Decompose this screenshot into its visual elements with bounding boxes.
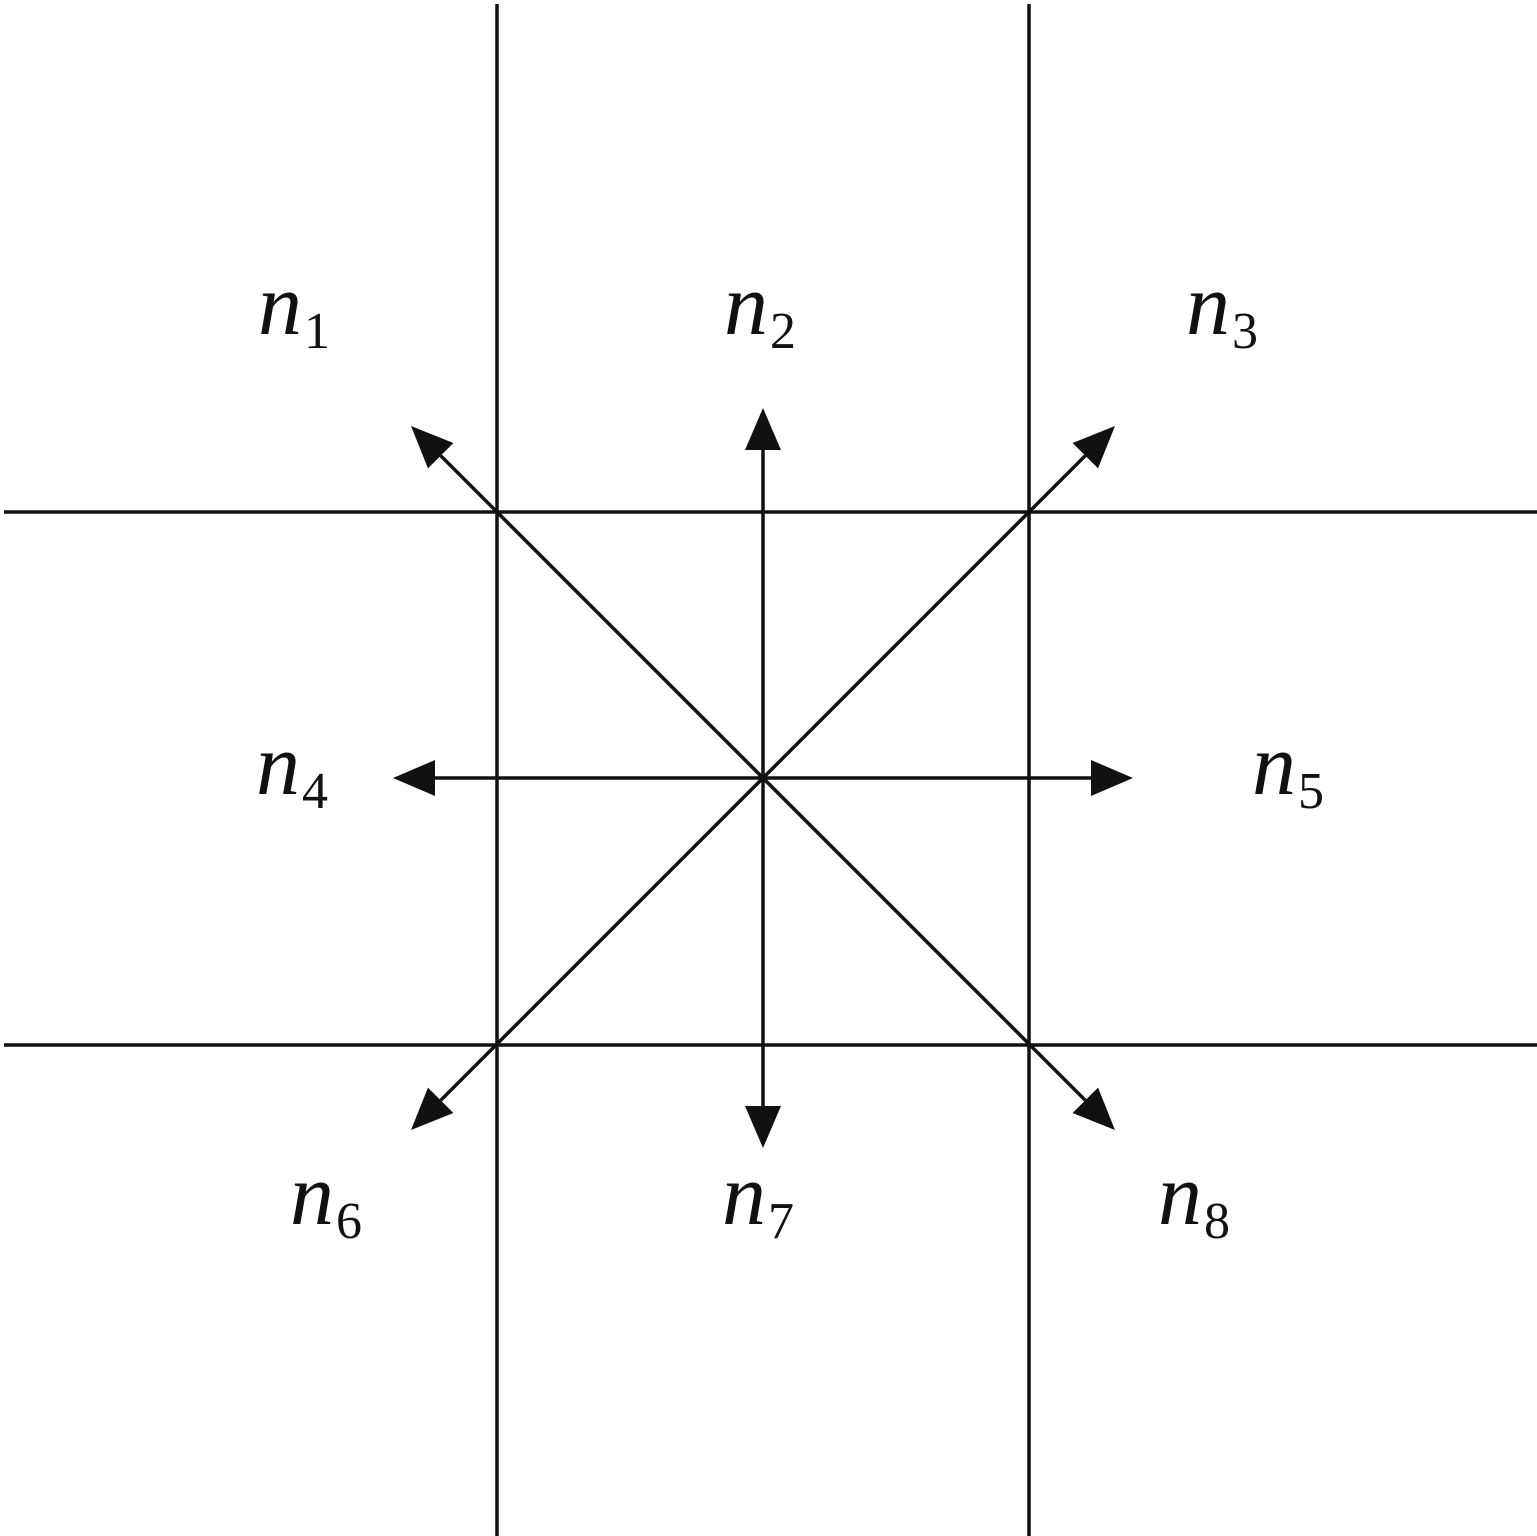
label-n1-subscript: 1 <box>304 303 330 360</box>
label-n8-subscript: 8 <box>1204 1193 1230 1250</box>
arrow-head-n3 <box>1072 426 1115 469</box>
arrow-shaft-n8 <box>761 776 1087 1102</box>
arrow-head-n2 <box>745 408 781 450</box>
label-n8-letter: n <box>1158 1147 1202 1244</box>
label-n6-letter: n <box>290 1147 334 1244</box>
label-n3: n3 <box>1186 262 1258 358</box>
direction-arrows <box>393 408 1133 1148</box>
label-n4-subscript: 4 <box>302 763 328 820</box>
arrow-shaft-n6 <box>439 776 765 1102</box>
label-n6-subscript: 6 <box>336 1193 362 1250</box>
label-n2-subscript: 2 <box>770 303 796 360</box>
arrow-shaft-n3 <box>761 454 1087 780</box>
label-n2-letter: n <box>724 257 768 354</box>
label-n7: n7 <box>722 1152 794 1248</box>
label-n8: n8 <box>1158 1152 1230 1248</box>
label-n1: n1 <box>258 262 330 358</box>
label-n5-subscript: 5 <box>1298 763 1324 820</box>
label-n7-subscript: 7 <box>768 1193 794 1250</box>
arrow-head-n4 <box>393 760 435 796</box>
grid <box>4 4 1537 1536</box>
label-n5-letter: n <box>1252 717 1296 814</box>
label-n2: n2 <box>724 262 796 358</box>
arrow-head-n7 <box>745 1106 781 1148</box>
label-n5: n5 <box>1252 722 1324 818</box>
label-n3-letter: n <box>1186 257 1230 354</box>
arrow-head-n5 <box>1091 760 1133 796</box>
label-n1-letter: n <box>258 257 302 354</box>
arrow-head-n8 <box>1072 1087 1115 1130</box>
label-n7-letter: n <box>722 1147 766 1244</box>
label-n3-subscript: 3 <box>1232 303 1258 360</box>
arrow-head-n1 <box>411 426 454 469</box>
arrow-shaft-n1 <box>439 454 765 780</box>
label-n4-letter: n <box>256 717 300 814</box>
arrow-head-n6 <box>411 1087 454 1130</box>
label-n4: n4 <box>256 722 328 818</box>
label-n6: n6 <box>290 1152 362 1248</box>
